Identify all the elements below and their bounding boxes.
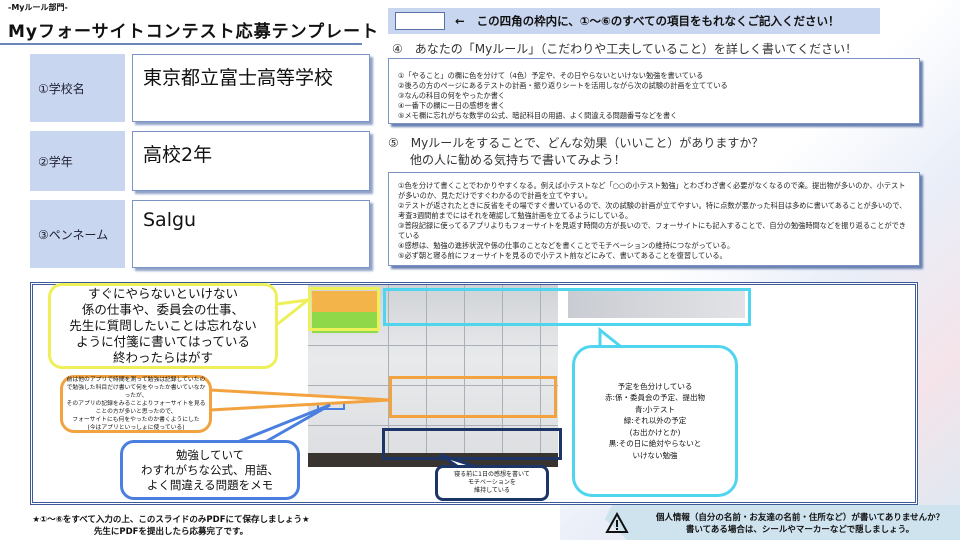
navy-highlight bbox=[382, 428, 562, 460]
grade-label: ②学年 bbox=[30, 131, 125, 191]
answer-line: ④一番下の欄に一日の感想を書く bbox=[398, 101, 506, 110]
grade-field[interactable]: 高校2年 bbox=[132, 131, 370, 191]
privacy-warning-line2: 書いてある場合は、シールやマーカーなどで隠しましょう。 bbox=[685, 525, 915, 535]
title-underline bbox=[0, 43, 362, 45]
q5-subheading: 他の人に勧める気持ちで書いてみよう！ bbox=[410, 153, 626, 167]
orange-highlight bbox=[389, 376, 557, 418]
callout-sticky-notes: すぐにやらないといけない 係の仕事や、委員会の仕事、 先生に質問したいことは忘れ… bbox=[48, 283, 278, 369]
instruction-banner: ← この四角の枠内に、①～⑥のすべての項目をもれなくご記入ください！ bbox=[388, 8, 880, 34]
answer-line: ⑤必ず朝と寝る前にフォーサイトを見るので小テスト前などにみて、書いてあることを復… bbox=[398, 251, 727, 260]
instruction-text: この四角の枠内に、①～⑥のすべての項目をもれなくご記入ください！ bbox=[476, 14, 840, 28]
answer-line: ①色を分けて書くことでわかりやすくなる。例えば小テストなど「○○の小テスト勉強」… bbox=[398, 181, 906, 200]
save-note: ★①～⑥をすべて入力の上、このスライドのみPDFにて保存しましょう★ bbox=[32, 515, 310, 525]
warning-banner bbox=[604, 505, 960, 540]
school-field[interactable]: 東京都立富士高等学校 bbox=[132, 54, 370, 122]
callout-study-record: 前は他のアプリで時間を測って勉強は記録していたので勉強した科目だけ書いて何をやっ… bbox=[60, 375, 212, 433]
answer-line: ④感想は、勉強の進捗状況や係の仕事のことなどを書くことでモチベーションの維持につ… bbox=[398, 241, 735, 250]
penname-label: ③ペンネーム bbox=[30, 200, 125, 268]
q4-heading: ④ あなたの「Myルール」（こだわりや工夫していること）を詳しく書いてください！ bbox=[392, 42, 858, 56]
answer-line: ①「やること」の欄に色を分けて（4色）予定や、その日やらないといけない勉強を書い… bbox=[398, 71, 704, 80]
penname-field[interactable]: Salgu bbox=[132, 200, 370, 268]
arrow-left-icon: ← bbox=[455, 14, 465, 28]
callout-diary: 寝る前に1日の感想を書いて モチベーションを 維持している bbox=[435, 465, 549, 501]
q5-heading: ⑤ Myルールをすることで、どんな効果（いいこと）がありますか？ bbox=[388, 136, 764, 150]
yellow-highlight bbox=[308, 287, 380, 331]
sample-box bbox=[395, 12, 445, 30]
save-instruction: ★①～⑥をすべて入力の上、このスライドのみPDFにて保存しましょう★ 先生にPD… bbox=[6, 514, 336, 538]
submit-note: 先生にPDFを提出したら応募完了です。 bbox=[93, 527, 249, 537]
page-title: Myフォーサイトコンテスト応募テンプレート bbox=[8, 22, 380, 42]
q4-answer-box[interactable]: ①「やること」の欄に色を分けて（4色）予定や、その日やらないといけない勉強を書い… bbox=[388, 58, 920, 124]
sticky-notes bbox=[312, 291, 378, 333]
planner-photo-strip bbox=[568, 290, 745, 318]
answer-line: ⑤メモ欄に忘れがちな数学の公式、暗記科目の用語、よく間違える問題番号などを書く bbox=[398, 111, 678, 120]
answer-line: ③普段記録に使ってるアプリよりもフォーサイトを見返す時間の方が長いので、フォーサ… bbox=[398, 221, 906, 240]
privacy-warning-line1: 個人情報（自分の名前・お友達の名前・住所など）が書いてありませんか？ bbox=[655, 513, 945, 523]
q5-answer-box[interactable]: ①色を分けて書くことでわかりやすくなる。例えば小テストなど「○○の小テスト勉強」… bbox=[388, 172, 920, 266]
callout-color-coding: 予定を色分けしている 赤:係・委員会の予定、提出物 青:小テスト 緑:それ以外の… bbox=[572, 345, 738, 497]
warning-triangle-icon bbox=[605, 512, 629, 533]
answer-line: ③なんの科目の何をやったか書く bbox=[398, 91, 506, 100]
answer-line: ②後ろの方のページにあるテストの計画・振り返りシートを活用しながら次の試験の計画… bbox=[398, 81, 728, 90]
callout-memo: 勉強していて わすれがちな公式、用語、 よく間違える問題をメモ bbox=[120, 440, 300, 500]
cyan-highlight bbox=[383, 288, 751, 326]
category-label: -Myルール部門- bbox=[8, 3, 68, 12]
privacy-warning: 個人情報（自分の名前・お友達の名前・住所など）が書いてありませんか？ 書いてある… bbox=[645, 512, 955, 536]
answer-line: ②テストが返されたときに反省をその場ですぐ書いているので、次の試験の計画が立てや… bbox=[398, 201, 907, 220]
school-label: ①学校名 bbox=[30, 54, 125, 122]
